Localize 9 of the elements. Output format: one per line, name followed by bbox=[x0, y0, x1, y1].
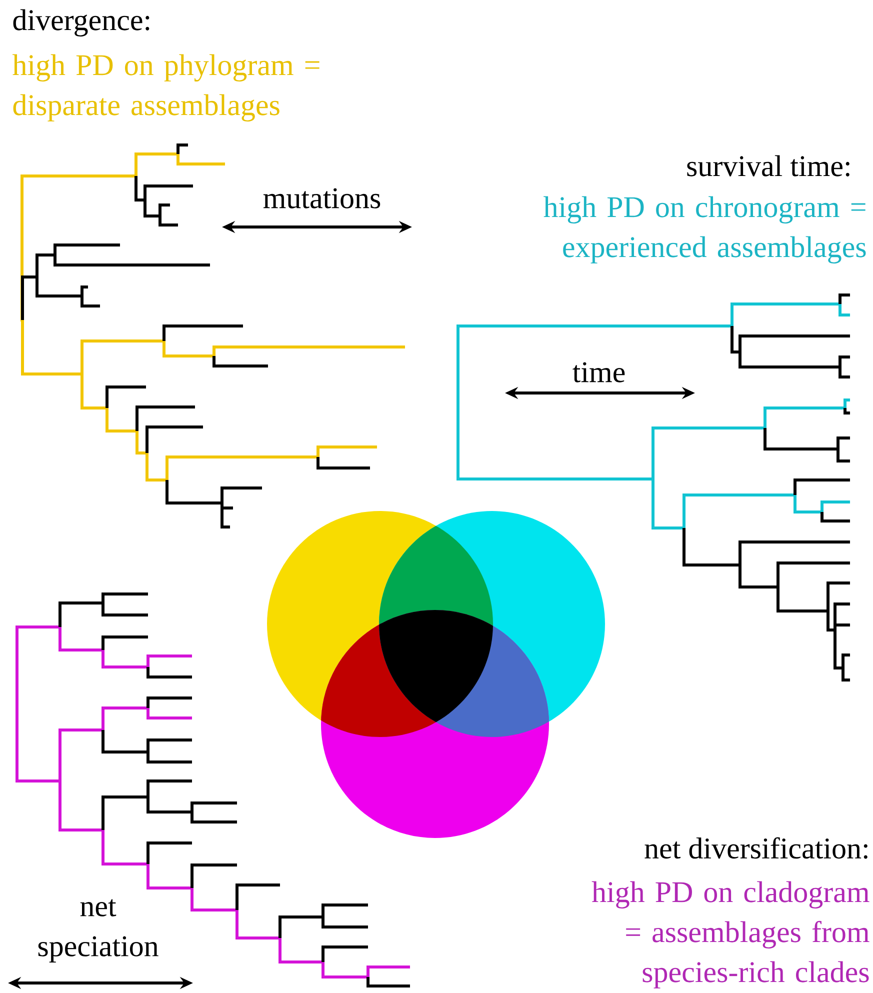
caption-text: net diversification: bbox=[644, 837, 868, 859]
caption-text: time bbox=[572, 362, 625, 382]
caption-text: mutations bbox=[263, 188, 380, 208]
caption-text: survival time: bbox=[687, 155, 850, 176]
caption-text: high PD on phylogram = disparate assemblages bbox=[12, 54, 320, 122]
caption-text: high PD on chronogram = experienced assemblages bbox=[544, 196, 866, 264]
caption-text: divergence: bbox=[13, 9, 150, 36]
caption-text: net speciation bbox=[38, 899, 158, 962]
caption-text: high PD on cladogram = assemblages from species-rich clades bbox=[592, 881, 870, 988]
